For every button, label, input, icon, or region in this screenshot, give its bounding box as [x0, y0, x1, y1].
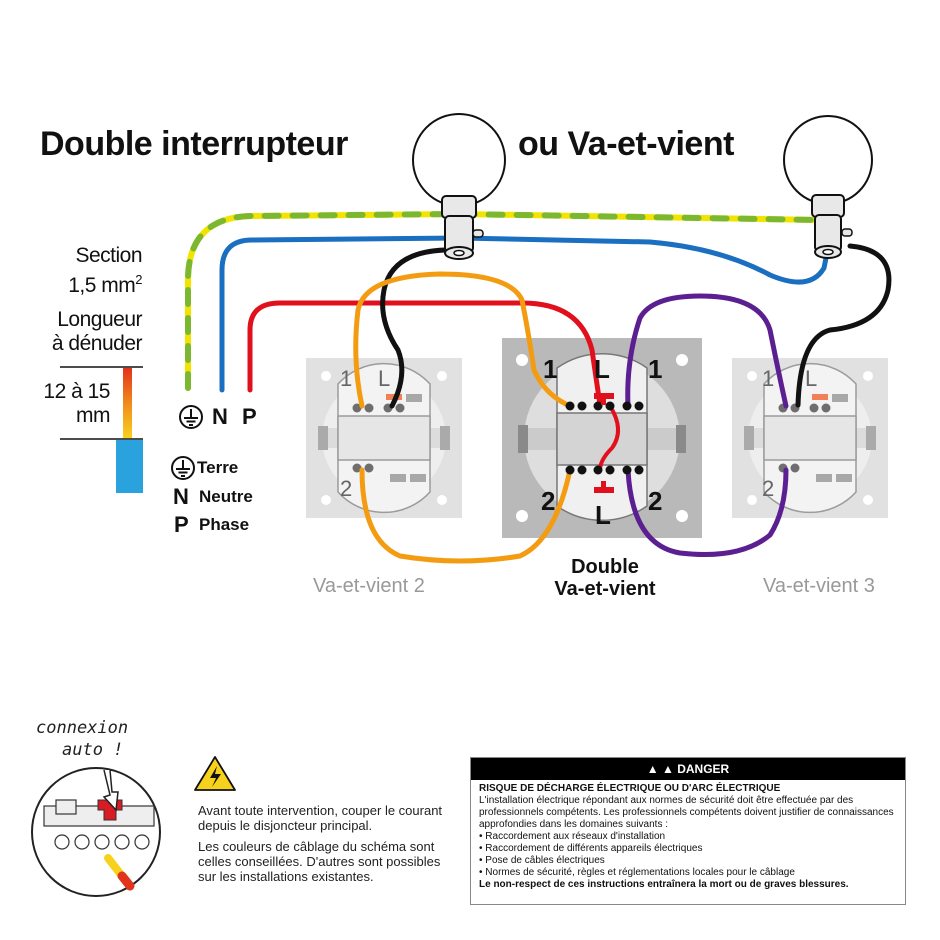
lamp-1 — [412, 113, 506, 260]
wire-traveller-purple-1 — [625, 293, 789, 409]
sw2-terminal-l: L — [378, 366, 391, 391]
danger-bullet: • Normes de sécurité, règles et réglemen… — [479, 867, 795, 878]
dsw-terminal-2-right: 2 — [648, 486, 663, 516]
sw3-terminal-2: 2 — [762, 476, 775, 501]
switch-plate-double-va-et-vient — [502, 338, 702, 538]
neutral-terminal-label: N — [212, 404, 228, 429]
legend-symbol-p: P — [174, 512, 189, 537]
dsw-terminal-1-left: 1 — [543, 354, 558, 384]
section-value: 1,5 mm2 — [30, 268, 142, 298]
wire-traveller-orange-1 — [353, 271, 573, 409]
legend-phase: Phase — [199, 515, 250, 534]
warning-note-1: Avant toute intervention, couper le cour… — [198, 803, 442, 833]
sw3-terminal-1: 1 — [762, 366, 775, 391]
strip-value-line2: mm — [76, 404, 111, 427]
warning-triangle-icon: ▲ ▲ — [646, 762, 678, 776]
dsw-terminal-2-left: 2 — [541, 486, 556, 516]
switch-label-double-va-et-vient: Double Va-et-vient — [530, 556, 680, 600]
warning-note-2: Les couleurs de câblage du schéma sont c… — [198, 839, 440, 884]
wire-traveller-purple-2 — [625, 467, 789, 558]
danger-heading: RISQUE DE DÉCHARGE ÉLECTRIQUE OU D'ARC É… — [479, 783, 781, 794]
earth-icon — [171, 456, 195, 480]
switch-label-va-et-vient-2: Va-et-vient 2 — [313, 575, 425, 597]
sw3-terminal-l: L — [805, 366, 818, 391]
strip-value: 12 à 15 mm — [20, 380, 110, 428]
auto-connect-label-line1: connexion — [36, 718, 129, 738]
strip-copper — [123, 368, 132, 438]
warning-note-2-line1: Les couleurs de câblage du schéma sont — [198, 839, 435, 854]
page-title-part-2: ou Va-et-vient — [518, 125, 734, 163]
wire-neutral — [219, 235, 829, 393]
warning-note-1-line2: depuis le disjoncteur principal. — [198, 818, 373, 833]
wire-bridge — [598, 404, 620, 472]
section-label-line1: Section — [75, 244, 142, 267]
section-label: Section 1,5 mm2 — [30, 244, 142, 298]
danger-bullet: • Pose de câbles électriques — [479, 855, 605, 866]
wire-return-lamp-2 — [795, 243, 892, 408]
danger-bullet: • Raccordement de différents appareils é… — [479, 843, 703, 854]
warning-note-2-line3: sur les installations existantes. — [198, 869, 374, 884]
danger-header-text: DANGER — [677, 762, 730, 776]
legend-terre: Terre — [197, 458, 239, 477]
strip-label-line2: à dénuder — [51, 332, 143, 355]
danger-intro: L'installation électrique répondant aux … — [479, 795, 894, 830]
sw2-terminal-2: 2 — [340, 476, 353, 501]
danger-bullet: • Raccordement aux réseaux d'installatio… — [479, 831, 666, 842]
switch-label-va-et-vient-3: Va-et-vient 3 — [763, 575, 875, 597]
dsw-terminal-l-top: L — [594, 354, 610, 384]
section-value-text: 1,5 mm — [68, 274, 136, 297]
lamp-2 — [783, 115, 873, 259]
dsw-terminal-1-right: 1 — [648, 354, 663, 384]
switch-label-double-line1: Double — [571, 556, 639, 578]
double-switch-terminals — [565, 393, 644, 493]
danger-bullets: • Raccordement aux réseaux d'installatio… — [479, 831, 897, 879]
wire-traveller-orange-2 — [359, 467, 573, 564]
warning-note-2-line2: celles conseillées. D'autres sont possib… — [198, 854, 441, 869]
danger-body: RISQUE DE DÉCHARGE ÉLECTRIQUE OU D'ARC É… — [471, 780, 905, 894]
wire-return-lamp-1 — [380, 247, 448, 409]
page-title-part-1: Double interrupteur — [40, 125, 348, 163]
switch-label-double-line2: Va-et-vient — [554, 578, 656, 600]
strip-label-line1: Longueur — [57, 308, 142, 331]
danger-box: ▲ ▲ DANGER RISQUE DE DÉCHARGE ÉLECTRIQUE… — [470, 757, 906, 905]
high-voltage-icon — [194, 756, 236, 791]
auto-connect-illustration — [31, 767, 161, 897]
strip-value-line1: 12 à 15 — [43, 380, 110, 403]
legend-symbol-n: N — [173, 484, 189, 509]
strip-label: Longueur à dénuder — [20, 308, 143, 356]
auto-connect-label-line2: auto ! — [62, 740, 124, 760]
phase-terminal-label: P — [242, 404, 257, 429]
danger-header: ▲ ▲ DANGER — [471, 758, 905, 780]
section-superscript: 2 — [135, 272, 142, 287]
sw2-terminal-1: 1 — [340, 366, 353, 391]
strip-insulation — [116, 440, 143, 493]
earth-icon — [179, 405, 203, 429]
dsw-terminal-l-bottom: L — [595, 500, 611, 530]
warning-note-1-line1: Avant toute intervention, couper le cour… — [198, 803, 443, 818]
wire-earth-stripes — [185, 210, 823, 391]
danger-footer: Le non-respect de ces instructions entra… — [479, 879, 849, 890]
legend-neutre: Neutre — [199, 487, 253, 506]
